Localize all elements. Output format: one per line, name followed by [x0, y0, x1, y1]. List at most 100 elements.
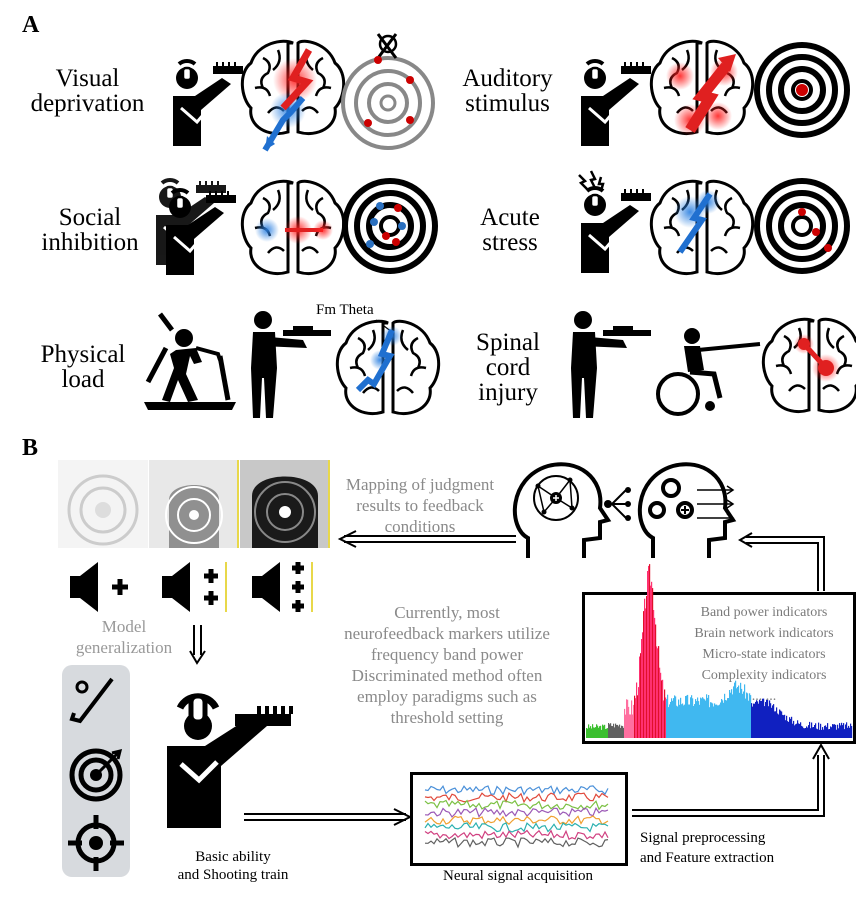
spectrum-bar — [740, 682, 742, 738]
standing-shooter-icon — [571, 311, 651, 418]
spectrum-bar — [702, 697, 704, 738]
spectrum-bar — [731, 689, 733, 738]
spectrum-bar — [663, 700, 665, 738]
target-scattered-icon — [341, 33, 435, 150]
spectrum-bar — [732, 694, 734, 738]
spectrum-bar — [647, 571, 649, 738]
spectrum-bar — [840, 725, 842, 738]
spectrum-bar — [734, 682, 736, 738]
down-double-arrow-icon — [189, 625, 206, 665]
spectrum-bar — [739, 692, 741, 738]
spectrum-bar — [718, 705, 720, 738]
spectrum-bar — [719, 704, 721, 738]
indicator-micro-state: Micro-state indicators — [702, 647, 826, 662]
spectrum-bar — [816, 728, 818, 738]
brain-icon — [240, 179, 346, 276]
spectrum-bar — [604, 724, 606, 738]
spectrum-bar — [779, 709, 781, 738]
neural-signal-label: Neural signal acquisition — [443, 868, 593, 884]
spectrum-bar — [736, 688, 738, 738]
spectrum-bar — [590, 726, 592, 738]
panel-a-letter: A — [22, 12, 40, 38]
visual-deprivation-label: Visual deprivation — [30, 65, 145, 117]
spectrum-bar — [721, 699, 723, 738]
spectrum-bar — [696, 701, 698, 738]
spectrum-bar — [803, 728, 805, 738]
spectrum-bar — [716, 704, 718, 738]
arrow-to-heads — [738, 532, 825, 591]
spectrum-bar — [722, 700, 724, 738]
spectrum-bar — [686, 695, 688, 738]
spectrum-bar — [714, 703, 716, 738]
spectrum-bar — [727, 698, 729, 738]
spectrum-bar — [742, 693, 744, 738]
spectrum-bar — [835, 725, 837, 738]
spectrum-bar — [753, 703, 755, 738]
spectrum-bar — [715, 704, 717, 738]
brain-icon — [240, 39, 346, 152]
spectrum-bar — [672, 700, 674, 738]
spectrum-bar — [805, 728, 807, 738]
spectrum-bar — [632, 714, 634, 738]
spectrum-bar — [629, 714, 631, 738]
spectrum-bar — [598, 727, 600, 738]
judgment-heads — [513, 462, 737, 558]
spectrum-bar — [843, 723, 845, 738]
spectrum-bar — [808, 725, 810, 738]
eeg-trace — [424, 807, 609, 818]
spectrum-bar — [666, 699, 668, 738]
spectrum-bar — [766, 699, 768, 738]
spectrum-bar — [744, 684, 746, 738]
spectrum-bar — [849, 727, 851, 738]
indicator-band-power: Band power indicators — [700, 605, 828, 620]
brain-icon — [649, 39, 755, 136]
spectrum-bar — [600, 725, 602, 738]
spectrum-bar — [601, 729, 603, 738]
brain-icon — [335, 319, 441, 416]
spectrum-bar — [757, 701, 759, 738]
spectrum-bar — [641, 639, 643, 738]
social-inhibition-label: Social inhibition — [41, 204, 139, 256]
spectrum-bar — [724, 693, 726, 738]
spinal-cord-injury-label: Spinal cord injury — [476, 329, 540, 406]
spectrum-bar — [606, 728, 608, 738]
spectrum-bar — [847, 727, 849, 738]
indicator-list: Band power indicators Brain network indi… — [676, 602, 852, 707]
spectrum-bar — [791, 716, 793, 738]
spectrum-bar — [602, 724, 604, 738]
spectrum-bar — [633, 704, 635, 738]
spectrum-bar — [709, 707, 711, 738]
spectrum-bar — [825, 725, 827, 738]
target-center-icon — [752, 40, 852, 140]
spectrum-bar — [697, 697, 699, 738]
spectrum-bar — [671, 698, 673, 738]
spectrum-bar — [664, 689, 666, 738]
spectrum-bar — [788, 722, 790, 738]
spectrum-bar — [708, 695, 710, 738]
spectrum-bar — [812, 727, 814, 738]
spectrum-bar — [771, 707, 773, 738]
spectrum-bar — [712, 703, 714, 738]
stressed-shooter-icon — [578, 170, 653, 275]
spectrum-bar — [783, 715, 785, 738]
spectrum-bar — [749, 693, 751, 738]
signal-processing-label: Signal preprocessing and Feature extract… — [640, 830, 775, 866]
spectrum-bar — [679, 704, 681, 738]
spectrum-bar — [689, 704, 691, 738]
spectrum-bar — [617, 724, 619, 738]
spectrum-bar — [728, 698, 730, 738]
indicator-complexity: Complexity indicators — [701, 668, 827, 683]
spectrum-bar — [630, 714, 632, 738]
spectrum-bar — [713, 706, 715, 738]
sport-icons — [68, 677, 124, 871]
spectrum-bar — [668, 707, 670, 738]
spectrum-bar — [755, 701, 757, 738]
spectrum-bar — [682, 703, 684, 738]
spectrum-bar — [795, 724, 797, 738]
spectrum-bar — [673, 698, 675, 738]
spectrum-bar — [837, 724, 839, 738]
branch-arrows-icon — [604, 487, 631, 521]
spectrum-bar — [651, 581, 653, 738]
spectrum-bar — [844, 729, 846, 738]
spectrum-bar — [588, 724, 590, 738]
